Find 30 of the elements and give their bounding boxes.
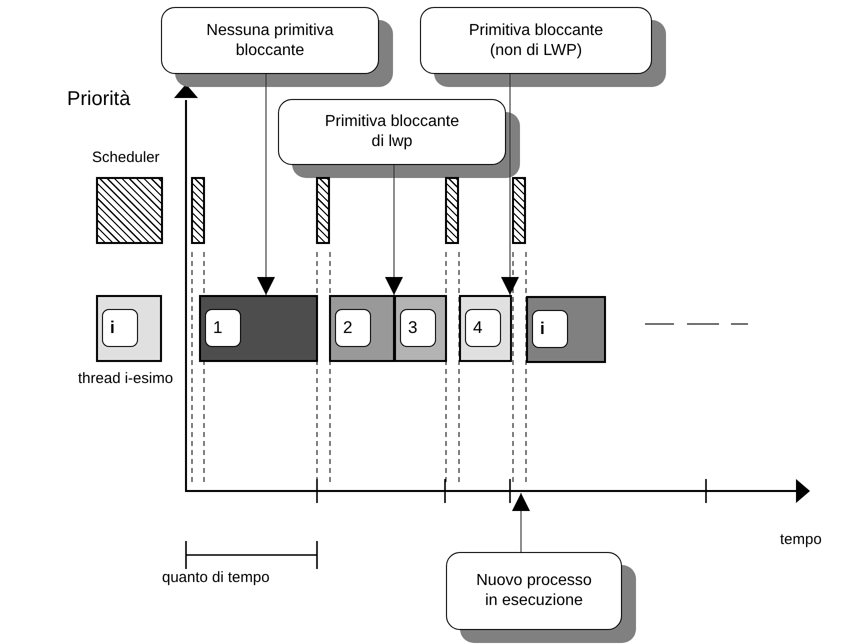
scheduler-legend-box bbox=[96, 177, 163, 244]
axis-title: Priorità bbox=[67, 88, 130, 111]
callout-text: Nessuna primitiva bloccante bbox=[205, 20, 335, 60]
axis-title: tempo bbox=[780, 531, 822, 548]
row-title: thread i-esimo bbox=[78, 370, 174, 387]
time-slice-block bbox=[394, 295, 447, 362]
thread-number-tag: i bbox=[102, 309, 138, 347]
scheduler-bar bbox=[512, 177, 526, 244]
thread-number-tag: 3 bbox=[400, 309, 436, 347]
callout-text: Nuovo processo in esecuzione bbox=[475, 571, 593, 611]
time-slice-block bbox=[329, 295, 395, 362]
thread-number-tag: i bbox=[532, 310, 568, 348]
callout-text: Primitiva bloccante (non di LWP) bbox=[468, 20, 604, 60]
thread-number-tag: 1 bbox=[205, 309, 241, 347]
scheduler-bar bbox=[316, 177, 330, 244]
thread-legend-box bbox=[96, 295, 162, 362]
thread-number-tag: 2 bbox=[335, 309, 371, 347]
time-slice-block bbox=[459, 295, 512, 362]
thread-number-tag: 4 bbox=[465, 309, 501, 347]
scheduler-bar bbox=[445, 177, 459, 244]
callout-text: Primitiva bloccante di lwp bbox=[324, 112, 460, 152]
callout-arrow bbox=[501, 74, 519, 296]
callout-arrow bbox=[385, 164, 403, 296]
interval-label: quanto di tempo bbox=[162, 569, 270, 586]
time-slice-block bbox=[199, 295, 318, 362]
time-slice-block bbox=[526, 296, 606, 363]
row-title: Scheduler bbox=[92, 149, 160, 166]
scheduler-bar bbox=[191, 177, 205, 244]
callout-arrow bbox=[257, 74, 275, 296]
callout-arrow bbox=[512, 492, 530, 552]
